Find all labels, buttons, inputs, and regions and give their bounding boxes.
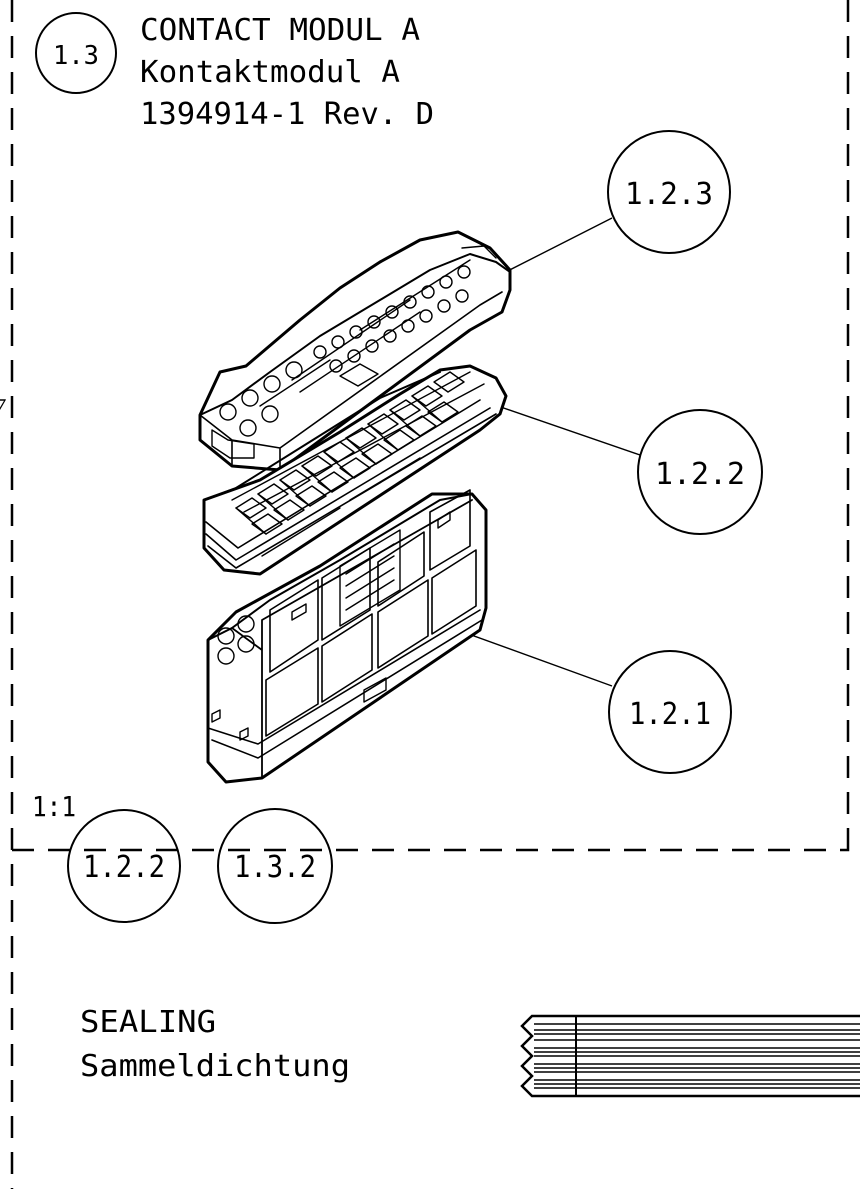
callout-balloon-1-2-3: 1.2.3 <box>607 130 731 254</box>
top-cover-plate <box>0 230 512 472</box>
leader-line-1-2-2 <box>491 403 641 456</box>
module-subtitle: Kontaktmodul A <box>140 55 400 90</box>
leader-line-1-2-1 <box>451 627 613 687</box>
callout-label-1-2-3: 1.2.3 <box>625 177 713 212</box>
scale-label: 1:1 <box>32 790 76 823</box>
frame-corner <box>842 842 850 852</box>
sealing-item-a-label: 1.2.2 <box>83 850 165 885</box>
callout-balloon-1-2-1: 1.2.1 <box>608 650 732 774</box>
connector-assembly-drawing <box>0 230 512 784</box>
sealing-item-b-label: 1.3.2 <box>234 850 316 885</box>
callout-label-1-2-1: 1.2.1 <box>629 697 711 732</box>
sealing-item-balloon-a: 1.2.2 <box>67 809 181 923</box>
sealing-item-balloon-b: 1.3.2 <box>217 808 333 924</box>
bottom-housing <box>206 489 488 784</box>
module-item-balloon: 1.3 <box>35 12 117 94</box>
callout-label-1-2-2: 1.2.2 <box>655 457 745 492</box>
sealing-side-view <box>520 1014 860 1098</box>
module-part-number: 1394914-1 Rev. D <box>140 97 434 132</box>
middle-seal <box>202 364 508 576</box>
sealing-subtitle: Sammeldichtung <box>80 1049 350 1084</box>
detail-frame <box>10 0 850 1189</box>
module-title: CONTACT MODUL A <box>140 13 420 48</box>
sealing-title: SEALING <box>80 1005 216 1040</box>
module-item-number: 1.3 <box>53 41 99 71</box>
callout-balloon-1-2-2: 1.2.2 <box>637 409 763 535</box>
